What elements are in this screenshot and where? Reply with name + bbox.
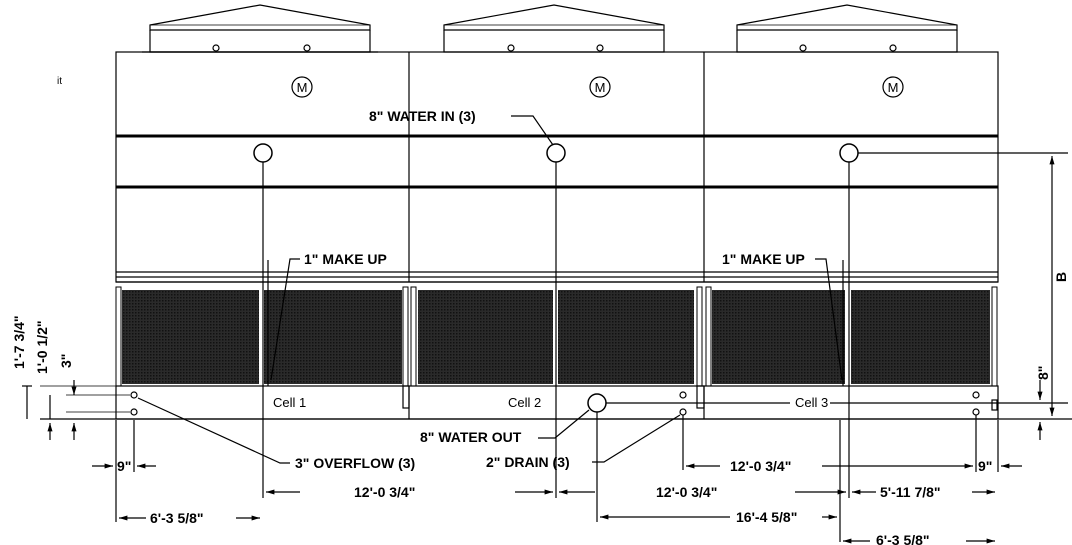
callout-water-out: 8" WATER OUT [420,429,522,445]
dim-12-0-3-4-right: 12'-0 3/4" [730,458,791,474]
cell-2-label: Cell 2 [508,395,541,410]
dim-12-0-3-4-middle: 12'-0 3/4" [656,484,717,500]
dim-1-0-1-2: 1'-0 1/2" [34,320,50,374]
cell-1-label: Cell 1 [273,395,306,410]
dim-8: 8" [1035,366,1051,380]
callout-drain: 2" DRAIN (3) [486,454,570,470]
dim-b: B [1053,272,1069,282]
pipe-lines [115,162,999,542]
horizontal-dimension-lines [92,463,1022,544]
water-in-3 [839,143,859,163]
dim-1-7-3-4: 1'-7 3/4" [11,315,27,369]
fan-deck-2 [443,4,665,53]
motor-2: M [589,76,611,98]
water-in-2 [546,143,566,163]
water-out [587,393,607,413]
water-in-1 [253,143,273,163]
motor-1: M [291,76,313,98]
svg-text:M: M [595,80,606,95]
dim-6-3-5-8-right: 6'-3 5/8" [876,532,930,545]
fan-deck-1 [142,4,378,53]
motor-3: M [882,76,904,98]
overflow-3 [972,391,980,399]
svg-text:M: M [888,80,899,95]
dim-6-3-5-8-left: 6'-3 5/8" [150,510,204,526]
cell-3-label: Cell 3 [795,395,828,410]
tower-casing [115,51,999,283]
overflow-1 [130,391,138,399]
drain-3 [972,408,980,416]
callout-water-in: 8" WATER IN (3) [369,108,476,124]
callout-overflow: 3" OVERFLOW (3) [295,455,415,471]
dim-12-0-3-4-left: 12'-0 3/4" [354,484,415,500]
corner-text: it [57,76,62,87]
drain-2 [679,408,687,416]
callout-make-up-right: 1" MAKE UP [722,251,805,267]
overflow-2 [679,391,687,399]
right-vertical-dimensions [1037,156,1055,440]
dim-5-11-7-8: 5'-11 7/8" [880,484,941,500]
fan-deck-3 [736,4,958,53]
dim-16-4-5-8: 16'-4 5/8" [736,509,797,525]
drain-1 [130,408,138,416]
dim-3: 3" [58,354,74,368]
svg-text:M: M [297,80,308,95]
callout-make-up-left: 1" MAKE UP [304,251,387,267]
left-vertical-dimensions [22,380,130,440]
dim-9-right: 9" [978,458,992,474]
dim-9-left: 9" [117,458,131,474]
louver-panels [115,286,998,387]
